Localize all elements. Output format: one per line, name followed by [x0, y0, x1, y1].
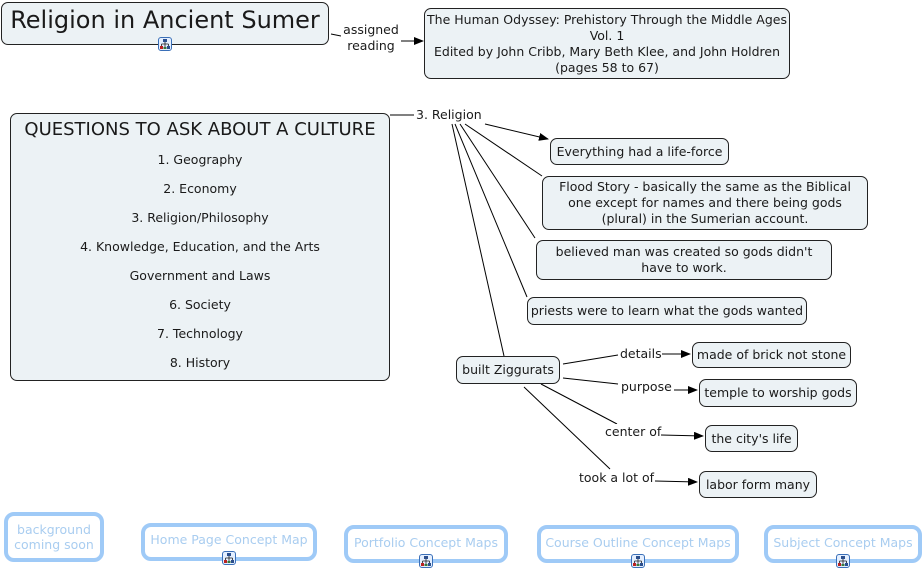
- questions-heading: QUESTIONS TO ASK ABOUT A CULTURE: [24, 119, 376, 140]
- link-label-details: details: [620, 346, 662, 362]
- link-zig-center: [540, 383, 618, 425]
- concept-map-hierarchy-icon[interactable]: [631, 554, 645, 568]
- ziggurats-text: built Ziggurats: [462, 362, 554, 377]
- nav-label: coming soon: [14, 537, 94, 552]
- link-label-assigned-reading: assigned reading: [341, 22, 401, 54]
- fact-text: Everything had a life-force: [556, 143, 723, 159]
- nav-label: background: [17, 522, 91, 537]
- question-item: 6. Society: [169, 297, 231, 312]
- fact-node[interactable]: Everything had a life-force: [550, 138, 729, 165]
- question-item: 7. Technology: [157, 326, 243, 341]
- link-religion-to-fact-2: [464, 123, 543, 177]
- nav-label: Home Page Concept Map: [150, 531, 308, 547]
- link-zig-labor: [523, 386, 611, 470]
- concept-map-hierarchy-icon[interactable]: [836, 554, 850, 568]
- link-label-line: reading: [347, 38, 395, 53]
- title-text: Religion in Ancient Sumer: [10, 6, 320, 34]
- nav-background-button[interactable]: background coming soon: [4, 512, 104, 562]
- fact-text: priests were to learn what the gods want…: [530, 303, 804, 318]
- link-zig-details: [562, 354, 619, 365]
- nav-label: Portfolio Concept Maps: [354, 534, 498, 550]
- question-item: 1. Geography: [157, 152, 243, 167]
- fact-node[interactable]: believed man was created so gods didn't …: [536, 240, 832, 280]
- concept-map-hierarchy-icon[interactable]: [222, 551, 236, 565]
- question-item: 8. History: [169, 355, 231, 370]
- ziggurat-target-node[interactable]: made of brick not stone: [692, 342, 851, 368]
- concept-map-hierarchy-icon[interactable]: [158, 37, 172, 51]
- fact-node[interactable]: priests were to learn what the gods want…: [527, 297, 807, 325]
- book-line: Edited by John Cribb, Mary Beth Klee, an…: [433, 43, 780, 59]
- question-item: 3. Religion/Philosophy: [131, 210, 269, 225]
- link-label-center-of: center of: [605, 424, 662, 440]
- link-religion-to-ziggurats: [451, 123, 505, 357]
- target-text: labor form many: [705, 476, 811, 492]
- nav-label: Course Outline Concept Maps: [545, 534, 731, 550]
- fact-text: believed man was created so gods didn't …: [555, 244, 813, 275]
- ziggurat-target-node[interactable]: the city's life: [705, 425, 798, 452]
- fact-node[interactable]: Flood Story - basically the same as the …: [542, 176, 868, 230]
- concept-map-hierarchy-icon[interactable]: [419, 554, 433, 568]
- ziggurats-node[interactable]: built Ziggurats: [456, 356, 560, 384]
- question-item: 4. Knowledge, Education, and the Arts: [80, 239, 320, 254]
- question-item: 2. Economy: [163, 181, 237, 196]
- questions-node[interactable]: QUESTIONS TO ASK ABOUT A CULTURE 1. Geog…: [10, 113, 390, 381]
- nav-label: Subject Concept Maps: [773, 534, 913, 550]
- link-label-purpose: purpose: [621, 379, 672, 395]
- target-text: temple to worship gods: [704, 385, 852, 400]
- religion-concept[interactable]: 3. Religion: [416, 107, 482, 123]
- ziggurat-target-node[interactable]: temple to worship gods: [699, 379, 857, 407]
- book-node[interactable]: The Human Odyssey: Prehistory Through th…: [424, 8, 790, 79]
- title-node[interactable]: Religion in Ancient Sumer: [1, 2, 329, 45]
- link-center-target: [660, 431, 704, 440]
- link-label-took-a-lot-of: took a lot of: [579, 470, 655, 486]
- target-text: made of brick not stone: [696, 347, 847, 362]
- link-zig-purpose: [562, 377, 619, 385]
- target-text: the city's life: [711, 430, 792, 446]
- link-religion-to-fact-1: [484, 123, 549, 141]
- link-label-line: assigned: [343, 22, 399, 37]
- link-religion-to-fact-3: [459, 123, 536, 239]
- fact-text: Flood Story - basically the same as the …: [559, 179, 851, 226]
- book-line: (pages 58 to 67): [555, 59, 659, 75]
- question-item: Government and Laws: [129, 268, 271, 283]
- link-title-to-label: [330, 33, 342, 37]
- link-labor-target: [654, 477, 698, 486]
- book-line: The Human Odyssey: Prehistory Through th…: [427, 11, 787, 27]
- book-line: Vol. 1: [589, 27, 625, 43]
- link-religion-to-fact-4: [454, 123, 528, 298]
- ziggurat-target-node[interactable]: labor form many: [699, 471, 817, 498]
